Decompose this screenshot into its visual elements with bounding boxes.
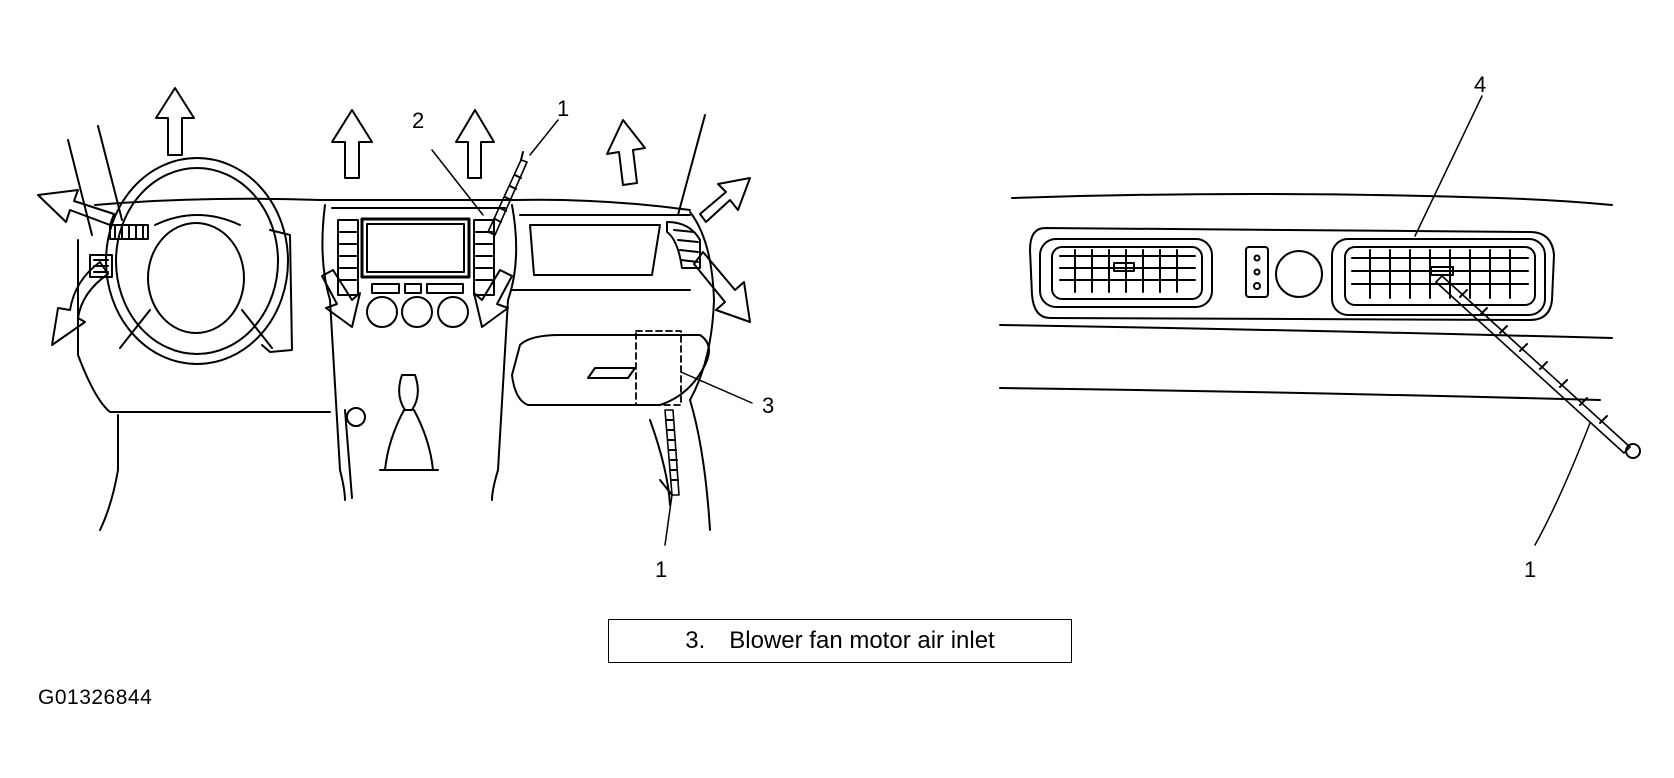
callout-1-right: 1 xyxy=(1524,557,1536,582)
arrow-right-down-icon xyxy=(693,251,751,323)
arrow-left-up-icon xyxy=(37,189,115,226)
dashboard-top-edge xyxy=(94,197,691,211)
dash-lower-line xyxy=(999,387,1601,401)
vent-panel-frame xyxy=(1029,227,1555,321)
right-a-pillar xyxy=(677,114,706,216)
legend-box: 3. Blower fan motor air inlet xyxy=(608,619,1072,663)
leader-1-top xyxy=(529,119,559,156)
arrow-center-down-right-icon xyxy=(473,269,513,328)
leader-2 xyxy=(431,149,484,216)
arrow-up-4-icon xyxy=(606,119,646,186)
steering-wheel xyxy=(105,157,289,365)
vent-closeup-illustration: 4 1 xyxy=(999,72,1641,582)
left-vent-closeup xyxy=(1039,238,1213,308)
callout-1-top: 1 xyxy=(557,96,569,121)
instrument-hood xyxy=(261,229,293,353)
callout-1-bottom: 1 xyxy=(655,557,667,582)
legend-text: Blower fan motor air inlet xyxy=(729,627,995,654)
arrow-up-1-icon xyxy=(155,87,195,156)
left-seat-line xyxy=(99,414,119,531)
leader-3 xyxy=(680,371,753,404)
arrow-center-down-left-icon xyxy=(321,269,361,328)
leader-4 xyxy=(1414,95,1483,237)
arrow-right-up-icon xyxy=(699,177,751,223)
dash-upper-line xyxy=(1011,193,1613,206)
thermometer-closeup xyxy=(1435,275,1641,459)
arrow-up-3-icon xyxy=(455,109,495,179)
left-a-pillar-inner xyxy=(97,125,123,221)
dashboard-left-lower xyxy=(77,239,331,413)
leader-1-bottom xyxy=(664,494,673,546)
right-side-vent xyxy=(666,221,701,269)
thermometer-glovebox xyxy=(659,409,680,496)
glove-box xyxy=(511,334,710,406)
leader-1-right xyxy=(1534,422,1591,546)
callout-3: 3 xyxy=(762,393,774,418)
passenger-dash xyxy=(511,214,710,406)
floor-line xyxy=(649,419,671,506)
right-seat-line xyxy=(689,399,711,531)
legend-number: 3. xyxy=(685,627,706,654)
dashboard-right-side xyxy=(689,211,715,401)
right-vent-closeup xyxy=(1331,238,1546,316)
thermometer-center-vent xyxy=(487,151,528,236)
blower-inlet-box xyxy=(635,330,682,406)
center-console xyxy=(321,204,518,501)
arrow-up-2-icon xyxy=(331,109,373,179)
figure-id: G01326844 xyxy=(38,686,153,709)
left-a-pillar xyxy=(67,139,93,236)
arrow-left-down-icon xyxy=(51,261,109,346)
dashboard-illustration: 1 2 3 1 xyxy=(37,87,774,582)
dash-middle-line xyxy=(999,324,1613,339)
airflow-arrows xyxy=(37,87,751,346)
callout-4: 4 xyxy=(1474,72,1486,97)
center-controls xyxy=(1245,246,1323,298)
callout-2: 2 xyxy=(412,108,424,133)
